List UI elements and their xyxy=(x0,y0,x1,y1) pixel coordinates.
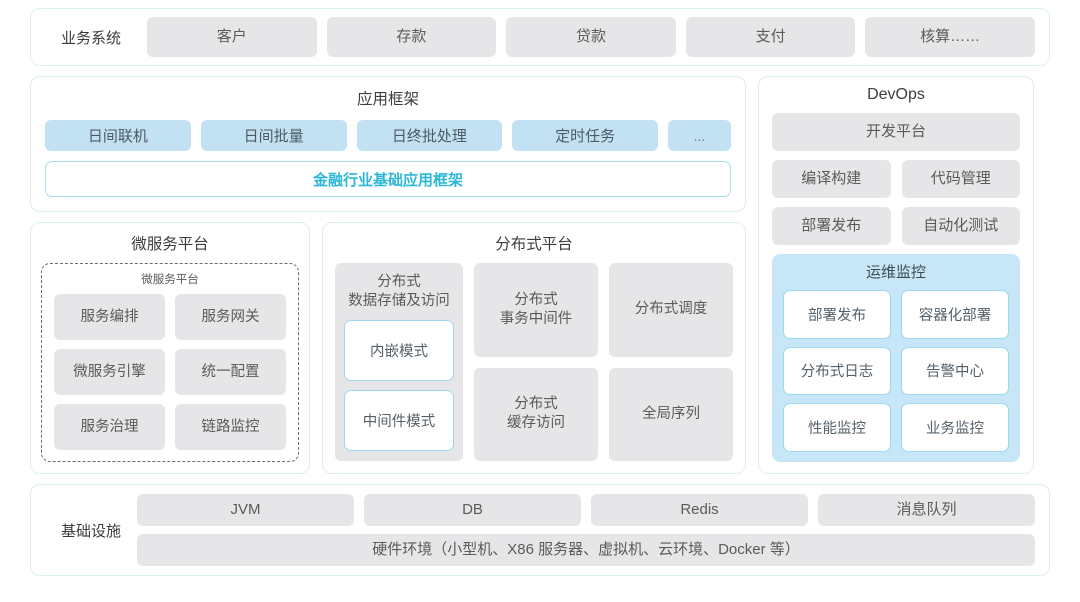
infrastructure-item-message-queue[interactable]: 消息队列 xyxy=(818,494,1035,526)
infrastructure-item-redis[interactable]: Redis xyxy=(591,494,808,526)
app-framework-chip-eod-batch[interactable]: 日终批处理 xyxy=(356,120,503,151)
ops-item-alert-center[interactable]: 告警中心 xyxy=(901,346,1009,396)
business-systems-label: 业务系统 xyxy=(60,29,121,47)
app-framework-title: 应用框架 xyxy=(356,91,419,108)
ops-monitoring-grid: 部署发布 容器化部署 分布式日志 告警中心 性能监控 业务监控 xyxy=(783,290,1009,452)
microservice-grid: 服务编排 服务网关 微服务引擎 统一配置 服务治理 链路监控 xyxy=(54,294,286,450)
ops-item-business-monitor[interactable]: 业务监控 xyxy=(901,403,1009,452)
distributed-storage-card[interactable]: 分布式 数据存储及访问 内嵌模式 中间件模式 xyxy=(335,263,463,461)
devops-title: DevOps xyxy=(867,86,925,103)
distributed-cell-transaction-middleware[interactable]: 分布式事务中间件 xyxy=(474,263,598,357)
distributed-platform-panel: 分布式平台 分布式 数据存储及访问 内嵌模式 中间件模式 xyxy=(322,222,746,474)
microservice-item-orchestration[interactable]: 服务编排 xyxy=(54,294,165,340)
finance-base-framework-box[interactable]: 金融行业基础应用框架 xyxy=(45,161,731,197)
cell-line1: 分布式 xyxy=(514,396,558,413)
devops-grid: 编译构建 代码管理 部署发布 自动化测试 xyxy=(772,160,1020,245)
cell-line2: 缓存访问 xyxy=(507,415,565,432)
infrastructure-hardware-environment[interactable]: 硬件环境（小型机、X86 服务器、虚拟机、云环境、Docker 等） xyxy=(137,534,1035,566)
microservice-item-trace-monitor[interactable]: 链路监控 xyxy=(175,404,286,450)
distributed-platform-title: 分布式平台 xyxy=(495,236,573,253)
distributed-platform-body: 分布式 数据存储及访问 内嵌模式 中间件模式 分布式事务中间件 分布式调度 xyxy=(335,263,733,461)
ops-item-deploy-release[interactable]: 部署发布 xyxy=(783,290,891,339)
distributed-cell-scheduling[interactable]: 分布式调度 xyxy=(609,263,733,357)
devops-item-deploy-release[interactable]: 部署发布 xyxy=(772,207,891,245)
microservice-platform-title: 微服务平台 xyxy=(131,236,209,253)
infrastructure-item-db[interactable]: DB xyxy=(364,494,581,526)
ops-item-distributed-log[interactable]: 分布式日志 xyxy=(783,346,891,396)
distributed-storage-mode-middleware[interactable]: 中间件模式 xyxy=(344,390,454,451)
infrastructure-chip-row: JVM DB Redis 消息队列 xyxy=(137,494,1035,526)
app-framework-chip-scheduled-task[interactable]: 定时任务 xyxy=(512,120,658,151)
cell-line2: 事务中间件 xyxy=(499,310,573,327)
platform-lower-row: 微服务平台 微服务平台 服务编排 服务网关 微服务引擎 统一配置 服务治理 链路… xyxy=(30,222,746,474)
infrastructure-band: 基础设施 JVM DB Redis 消息队列 硬件环境（小型机、X86 服务器、… xyxy=(30,484,1050,576)
ops-monitoring-block: 运维监控 部署发布 容器化部署 分布式日志 告警中心 性能监控 业务监控 xyxy=(772,254,1020,462)
ops-item-containerized-deploy[interactable]: 容器化部署 xyxy=(901,290,1009,339)
ops-monitoring-title: 运维监控 xyxy=(865,264,926,281)
distributed-cell-cache-access[interactable]: 分布式缓存访问 xyxy=(474,367,598,461)
distributed-cells-grid: 分布式事务中间件 分布式调度 分布式缓存访问 全局序列 xyxy=(474,263,733,461)
devops-panel: DevOps 开发平台 编译构建 代码管理 部署发布 自动化测试 运维监控 部署… xyxy=(758,76,1034,474)
business-system-loan[interactable]: 贷款 xyxy=(506,17,676,57)
app-framework-chip-row: 日间联机 日间批量 日终批处理 定时任务 ... xyxy=(45,120,731,151)
devops-item-automated-test[interactable]: 自动化测试 xyxy=(901,207,1020,245)
platform-left-column: 应用框架 日间联机 日间批量 日终批处理 定时任务 ... 金融行业基础应用框架… xyxy=(30,76,746,474)
microservice-platform-panel: 微服务平台 微服务平台 服务编排 服务网关 微服务引擎 统一配置 服务治理 链路… xyxy=(30,222,310,474)
devops-item-compile-build[interactable]: 编译构建 xyxy=(772,160,891,198)
microservice-item-unified-config[interactable]: 统一配置 xyxy=(175,349,286,395)
app-framework-chip-daytime-online[interactable]: 日间联机 xyxy=(45,120,191,151)
distributed-storage-title: 分布式 数据存储及访问 xyxy=(344,273,454,311)
app-framework-chip-daytime-batch[interactable]: 日间批量 xyxy=(200,120,347,151)
microservice-inner-title: 微服务平台 xyxy=(141,274,199,286)
microservice-item-engine[interactable]: 微服务引擎 xyxy=(54,349,165,395)
distributed-storage-mode-embedded[interactable]: 内嵌模式 xyxy=(344,320,454,382)
app-framework-panel: 应用框架 日间联机 日间批量 日终批处理 定时任务 ... 金融行业基础应用框架 xyxy=(30,76,746,212)
ops-item-performance-monitor[interactable]: 性能监控 xyxy=(783,403,891,452)
distributed-storage-title-line2: 数据存储及访问 xyxy=(348,293,450,310)
devops-item-dev-platform[interactable]: 开发平台 xyxy=(772,113,1020,151)
microservice-item-governance[interactable]: 服务治理 xyxy=(54,404,165,450)
cell-line1: 分布式 xyxy=(514,291,558,308)
distributed-cell-global-sequence[interactable]: 全局序列 xyxy=(609,367,733,461)
infrastructure-label: 基础设施 xyxy=(60,522,121,540)
business-system-deposit[interactable]: 存款 xyxy=(326,17,497,57)
microservice-item-gateway[interactable]: 服务网关 xyxy=(175,294,286,340)
devops-item-code-management[interactable]: 代码管理 xyxy=(901,160,1020,198)
business-system-customer[interactable]: 客户 xyxy=(147,17,317,57)
business-system-accounting[interactable]: 核算…… xyxy=(865,17,1035,57)
business-systems-band: 业务系统 客户 存款 贷款 支付 核算…… xyxy=(30,8,1050,66)
business-system-payment[interactable]: 支付 xyxy=(685,17,856,57)
infrastructure-item-jvm[interactable]: JVM xyxy=(137,494,354,526)
infrastructure-content: JVM DB Redis 消息队列 硬件环境（小型机、X86 服务器、虚拟机、云… xyxy=(137,494,1035,566)
distributed-storage-title-line1: 分布式 xyxy=(377,274,421,290)
platform-region: 应用框架 日间联机 日间批量 日终批处理 定时任务 ... 金融行业基础应用框架… xyxy=(30,76,1050,474)
microservice-inner-dashed-box: 微服务平台 服务编排 服务网关 微服务引擎 统一配置 服务治理 链路监控 xyxy=(41,263,299,462)
app-framework-chip-more[interactable]: ... xyxy=(668,120,731,151)
